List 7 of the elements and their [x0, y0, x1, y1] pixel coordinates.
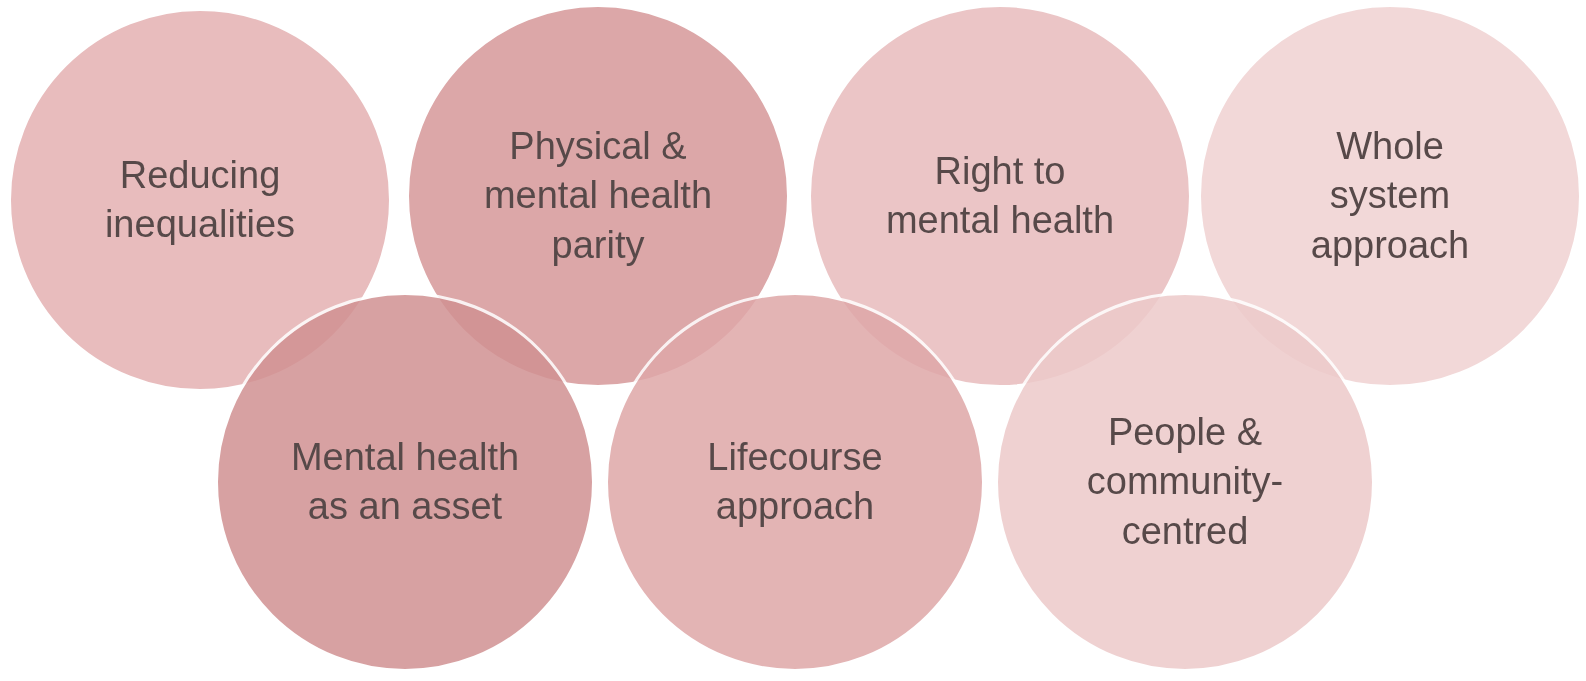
circle-label: Physical & mental health parity: [482, 123, 714, 268]
circle-label: Right to mental health: [885, 148, 1115, 243]
circle-label: Whole system approach: [1309, 123, 1471, 268]
circle-label: Lifecourse approach: [706, 434, 884, 529]
circle-label: Mental health as an asset: [289, 434, 521, 529]
circle-label: Reducing inequalities: [103, 152, 297, 247]
circle-label: People & community-centred: [1085, 409, 1285, 554]
